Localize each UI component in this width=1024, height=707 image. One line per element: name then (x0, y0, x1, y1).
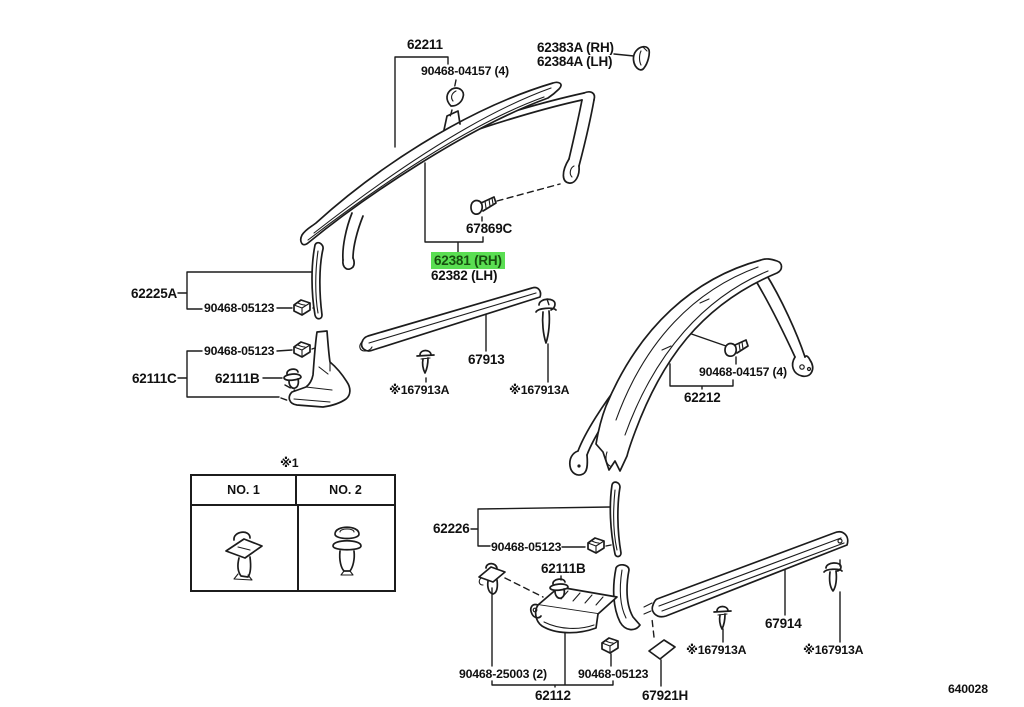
part-label-67914[interactable]: 67914 (765, 616, 802, 631)
part-label-90468-05123-b[interactable]: 90468-05123 (204, 344, 275, 358)
part-label-62211[interactable]: 62211 (407, 37, 443, 52)
part-label-90468-05123-d[interactable]: 90468-05123 (578, 667, 649, 681)
fastener-table: NO. 1 NO. 2 (190, 474, 396, 592)
part-label-62225A[interactable]: 62225A (131, 286, 178, 301)
part-label-167913A-c[interactable]: ※167913A (686, 643, 747, 657)
part-label-67913[interactable]: 67913 (468, 352, 505, 367)
clip-90468-05123-icon (293, 299, 311, 316)
clip-167913A-icon (823, 562, 843, 592)
front-pillar-garnish-62211-drawing (299, 81, 562, 246)
cowl-side-trim-62111C-drawing (288, 330, 351, 408)
table-note-ref: ※1 (280, 456, 299, 470)
fastener-table-col1-header: NO. 1 (192, 476, 297, 504)
part-label-62112[interactable]: 62112 (535, 688, 571, 703)
part-label-90468-25003[interactable]: 90468-25003 (2) (459, 667, 547, 681)
part-label-62111B-b[interactable]: 62111B (541, 561, 586, 576)
part-label-90468-05123-a[interactable]: 90468-05123 (204, 301, 275, 315)
center-pillar-garnish-62212-drawing (595, 258, 783, 472)
part-label-167913A-d[interactable]: ※167913A (803, 643, 864, 657)
part-label-62111B-a[interactable]: 62111B (215, 371, 260, 386)
part-label-62384A[interactable]: 62384A (LH) (537, 54, 613, 69)
clip-167913A-tall-icon (535, 298, 557, 344)
fastener-table-divider (297, 504, 299, 590)
clip-90468-05123-icon (587, 537, 605, 554)
rear-door-scuff-plate-67914-drawing (643, 531, 849, 618)
part-label-167913A-b[interactable]: ※167913A (509, 383, 570, 397)
clip-167913A-icon (713, 605, 732, 630)
part-label-67869C[interactable]: 67869C (466, 221, 513, 236)
clip-167913A-icon (416, 349, 435, 374)
table-clip-no1-icon (225, 531, 263, 581)
front-door-scuff-plate-67913-drawing (359, 286, 542, 352)
highlight-marker: 62381 (RH) (431, 252, 505, 269)
diagram-number: 640028 (948, 682, 988, 696)
table-clip-no2-icon (332, 526, 362, 576)
part-label-90468-04157-right[interactable]: 90468-04157 (4) (699, 365, 787, 379)
screw-67869C-icon (470, 196, 497, 215)
grommet-62111B-icon (283, 368, 302, 390)
part-label-62381-highlighted[interactable]: 62381 (RH) (431, 252, 505, 269)
clip-90468-05123-icon (601, 637, 619, 654)
part-label-67921H[interactable]: 67921H (642, 688, 689, 703)
part-label-62212[interactable]: 62212 (684, 390, 721, 405)
clip-no1-style-icon (478, 562, 506, 595)
part-label-62383A[interactable]: 62383A (RH) (537, 40, 614, 55)
grommet-62111B-lower-icon (549, 578, 569, 600)
part-label-90468-05123-c[interactable]: 90468-05123 (491, 540, 562, 554)
part-label-62111C[interactable]: 62111C (132, 371, 177, 386)
leader-lines (177, 53, 841, 688)
fastener-table-col2-header: NO. 2 (329, 483, 362, 497)
pad-67921H-drawing (648, 639, 676, 660)
part-label-62226[interactable]: 62226 (433, 521, 470, 536)
lower-pillar-strip-drawing (612, 564, 641, 631)
part-label-167913A-a[interactable]: ※167913A (389, 383, 450, 397)
clip-62383A-icon (632, 45, 651, 71)
screw-90468-04157-icon (724, 339, 749, 357)
clip-90468-04157-icon (446, 87, 465, 107)
rear-cowl-trim-62112-drawing (529, 586, 618, 634)
part-label-90468-04157-top[interactable]: 90468-04157 (4) (421, 64, 509, 78)
clip-90468-05123-icon (293, 341, 311, 358)
part-label-62382[interactable]: 62382 (LH) (431, 268, 498, 283)
windshield-side-garnish-62225A-drawing (311, 241, 324, 320)
rear-pillar-strip-62226-drawing (609, 481, 622, 558)
